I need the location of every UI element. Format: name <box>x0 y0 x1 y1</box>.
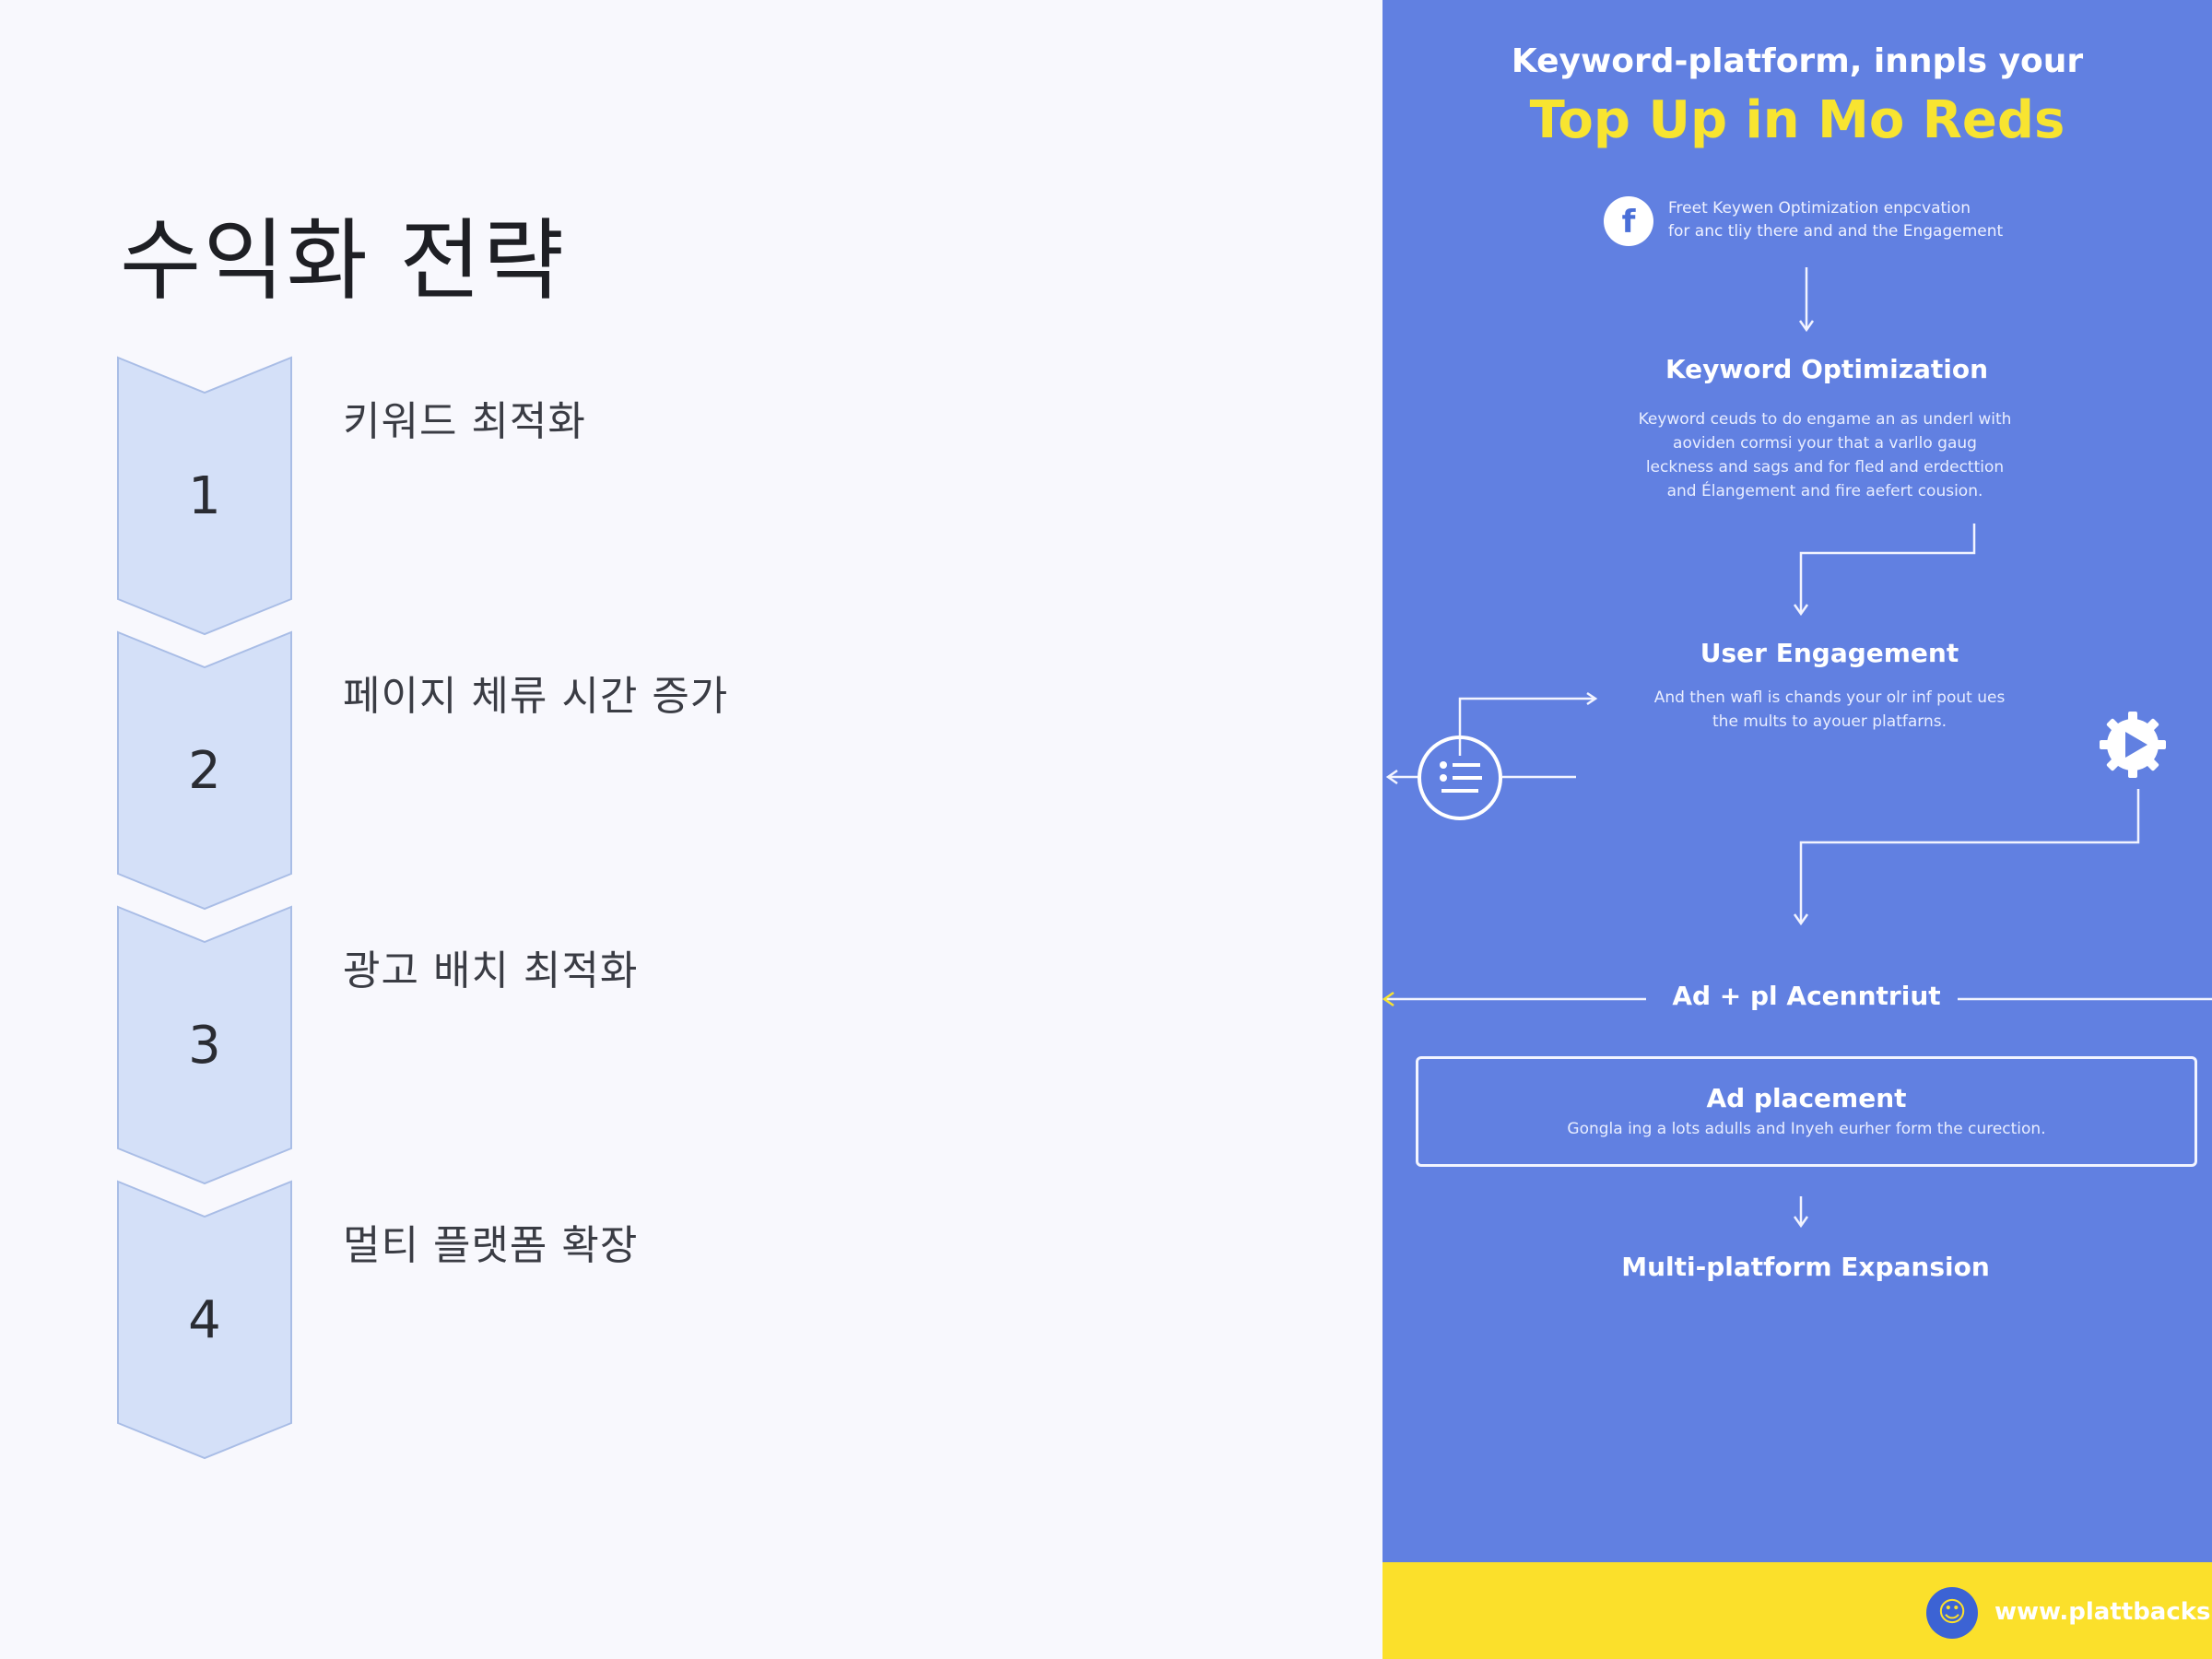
logo-icon: ☺ <box>1926 1587 1978 1639</box>
step-number: 3 <box>188 1016 221 1076</box>
step-label: 페이지 체류 시간 증가 <box>343 673 729 720</box>
intro-line: Freet Keywen Optimization enpcvation <box>1668 199 1971 218</box>
chevron-shape <box>117 905 292 1185</box>
keyword-line: and Élangement and fire aefert cousion. <box>1666 482 1983 500</box>
step-label: 키워드 최적화 <box>343 398 586 445</box>
engagement-desc: And then wafl is chands your olr inf pou… <box>1382 686 2212 734</box>
step-item: 4 멀티 플랫폼 확장 <box>116 1180 1314 1460</box>
slide-title: 수익화 전략 <box>120 209 567 312</box>
steps-list: 1 키워드 최적화 2 페이지 체류 시간 증가 3 광고 배치 최적화 4 멀… <box>116 356 1314 1460</box>
facebook-icon: f <box>1604 196 1653 246</box>
keyword-line: leckness and sags and for fled and erdec… <box>1645 458 2005 477</box>
keyword-title: Keyword Optimization <box>1665 354 1989 384</box>
ad-placement-box: Ad placement Gongla ing a lots adulls an… <box>1416 1056 2197 1167</box>
infographic-heading: Keyword-platform, innpls your <box>1511 42 2084 80</box>
infographic-title: Top Up in Mo Reds <box>1529 90 2065 150</box>
footer-band <box>1382 1562 2212 1659</box>
slide-content: 수익화 전략 1 키워드 최적화 2 페이지 체류 시간 증가 3 광고 배치 … <box>116 209 1314 1460</box>
intro-text: Freet Keywen Optimization enpcvation for… <box>1668 197 2055 243</box>
step-label: 광고 배치 최적화 <box>343 947 639 994</box>
play-gear-icon <box>2100 712 2166 778</box>
list-icon <box>1418 735 1502 820</box>
keyword-desc: Keyword ceuds to do engame an as underl … <box>1382 407 2212 503</box>
step-item: 3 광고 배치 최적화 <box>116 905 1314 1185</box>
engagement-line: And then wafl is chands your olr inf pou… <box>1653 688 2006 707</box>
step-item: 2 페이지 체류 시간 증가 <box>116 630 1314 911</box>
step-number: 4 <box>188 1290 221 1350</box>
step-number: 1 <box>188 466 221 526</box>
keyword-line: Keyword ceuds to do engame an as underl … <box>1638 410 2012 429</box>
ad-placement-title: Ad placement <box>1706 1083 1907 1113</box>
infographic-panel: Keyword-platform, innpls your Top Up in … <box>1382 0 2212 1659</box>
step-item: 1 키워드 최적화 <box>116 356 1314 636</box>
ad-placement-desc: Gongla ing a lots adulls and Inyeh eurhe… <box>1567 1120 2046 1138</box>
chevron-shape <box>117 1180 292 1460</box>
keyword-line: aoviden cormsi your that a varllo gaug <box>1673 434 1977 453</box>
chevron-shape <box>117 356 292 636</box>
intro-line: for anc tliy there and and the Engagemen… <box>1668 222 2004 241</box>
flow-connectors <box>1382 267 2212 1229</box>
footer-url: www.plattbacksun <box>1994 1598 2212 1626</box>
engagement-title: User Engagement <box>1700 638 1959 668</box>
ad-divider-label: Ad + pl Acenntriut <box>1672 981 1941 1011</box>
step-label: 멀티 플랫폼 확장 <box>343 1222 639 1269</box>
engagement-line: the mults to ayouer platfarns. <box>1712 712 1947 731</box>
step-number: 2 <box>188 741 221 801</box>
expansion-title: Multi-platform Expansion <box>1621 1252 1990 1282</box>
chevron-shape <box>117 630 292 911</box>
